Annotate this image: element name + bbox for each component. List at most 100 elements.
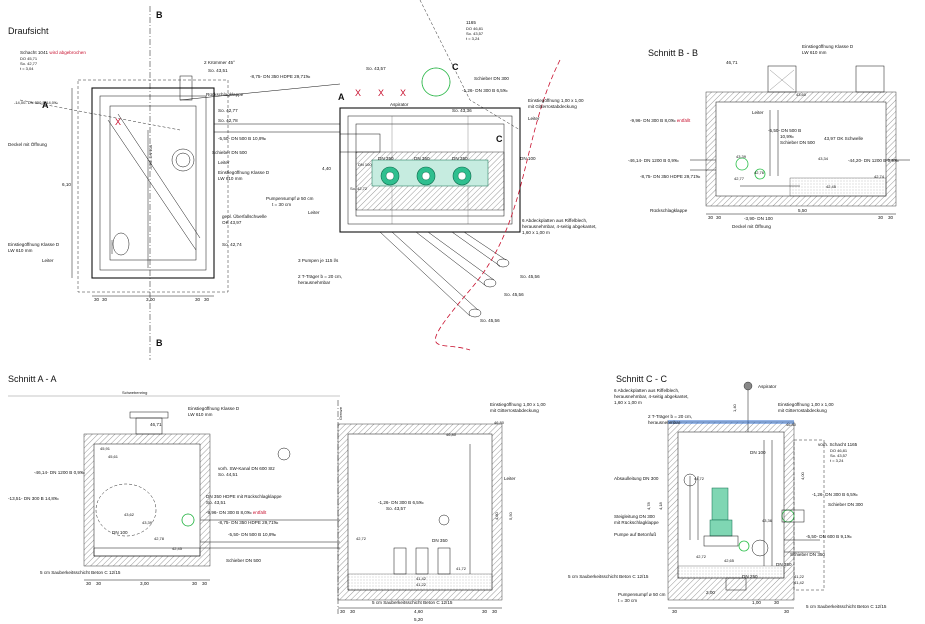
section-bb-label-4339: 43,39 <box>736 154 747 159</box>
section-cc-dim-140: 1,40 <box>732 403 737 412</box>
section-aa-dim-l3: 3,00 <box>140 581 149 586</box>
plan-label-dn350-a: DN 350 <box>378 156 394 161</box>
section-aa-label-einstieg2: Einstiegöffnung 1,00 x 1,00 <box>490 402 546 407</box>
svg-text:X: X <box>355 88 361 98</box>
section-aa-left-cover <box>129 411 169 419</box>
plan-dim-b1: 30 <box>94 297 100 302</box>
plan-label-ok: OK 43,97 <box>222 220 242 225</box>
plan-label-aspirator: Aspirator <box>390 102 409 107</box>
section-aa-pump-3 <box>437 547 451 575</box>
section-aa-label-4561: 45,61 <box>108 454 119 459</box>
plan-label-so-4556-a: So. 45,56 <box>520 274 540 279</box>
section-cc-label-schieber300: Schieber DN 300 <box>828 502 863 507</box>
section-bb-label-dn500: -5,50- DN 500 B <box>768 128 801 133</box>
plan-label-1165-t: t = 3,24 <box>466 36 480 41</box>
section-cc-dim-1: 30 <box>672 609 678 614</box>
plan-bend <box>179 75 193 101</box>
section-bb-label-deckel: Deckel mit Öffnung <box>732 223 771 229</box>
svg-text:X: X <box>378 88 384 98</box>
section-aa-dim-l5: 30 <box>202 581 208 586</box>
plan-outlet-end-1 <box>468 308 482 318</box>
plan-diagonal-pipe-1 <box>107 119 197 251</box>
section-aa-label-4122: 41,22 <box>416 582 427 587</box>
plan-label-dn300: -1,26- DN 300 B 6,5‰ <box>462 88 508 93</box>
section-bb-label-4245: 42,45 <box>826 184 837 189</box>
section-cc-label-sauber2: 5 cm Sauberkeitsschicht Beton C 12/15 <box>806 604 887 609</box>
plan-label-kruemmer: 2 Krümmer 45° <box>204 60 235 65</box>
section-cc-label-traeger2: herausnehmbar <box>648 420 681 425</box>
plan-dim-b2: 30 <box>102 297 108 302</box>
section-cc-label-schieber350: Schieber DN 350 <box>790 552 825 557</box>
section-cc-label-s-t: t = 3,24 <box>830 458 844 463</box>
section-cc-dim-3: 30 <box>774 600 780 605</box>
section-cc-pump-foundation <box>703 535 739 547</box>
plan-label-so-4351: So. 43,51 <box>208 68 228 73</box>
section-aa-dim-r2: 30 <box>350 609 356 614</box>
plan-label-so-4336: So. 43,36 <box>452 108 472 113</box>
plan-label-leiter4: Leiter <box>308 210 320 215</box>
section-aa-label-4278: 42,78 <box>154 536 165 541</box>
section-cc-label-einstieg: Einstiegöffnung 1,00 x 1,00 <box>778 402 834 407</box>
plan-label-so-4277: So. 42,77 <box>218 108 238 113</box>
section-aa-left-valve <box>181 513 195 527</box>
plan-label-leiter3: Leiter <box>528 116 540 121</box>
section-aa-label-sw-kanal: vorh. SW-Kanal DN 600 Stz <box>218 466 276 471</box>
plan-section-c-right: C <box>496 134 503 144</box>
plan-label-einstieg-top: Einstiegöffnung 1,00 x 1,00 <box>528 98 584 103</box>
section-cc-label-4680: 46,80 <box>786 422 797 427</box>
plan-label-pumpensumpf: Pumpensumpf ø 50 cm <box>266 196 314 201</box>
plan-label-so-4556-c: So. 45,56 <box>480 318 500 323</box>
section-cc-label-4265: 42,65 <box>724 558 735 563</box>
section-cc-label-4336: 43,36 <box>762 518 773 523</box>
section-cc-cover-plates <box>668 420 794 424</box>
section-aa-label-dn1200: -46,14- DN 1200 B 0,9‰ <box>34 470 85 475</box>
section-aa-sw-kanal <box>277 447 291 461</box>
section-aa-dim-l1: 30 <box>86 581 92 586</box>
section-cc-interior <box>677 431 785 579</box>
plan-section-c-top: C <box>452 62 459 72</box>
section-cc-pump-body <box>711 487 729 521</box>
section-bb-valve <box>735 157 749 171</box>
section-bb-dim-3: 5,50 <box>798 208 807 213</box>
section-aa-old-shaft <box>95 483 157 537</box>
section-cc-label-t30: t = 30 cm <box>618 598 637 603</box>
section-bb-label-4360: 43,60 <box>796 92 807 97</box>
plan-dim-b4: 30 <box>195 297 201 302</box>
plan-label-gitterrost: mit Gitterrostabdeckung <box>528 104 577 109</box>
section-cc-label-vorh-schacht: vorh. Schacht 1165 <box>818 442 858 447</box>
plan-label-schacht-1041: Schacht 1041 wird abgebrochen <box>20 50 86 55</box>
section-bb-dim-5: 30 <box>888 215 894 220</box>
plan-access-opening <box>339 133 381 153</box>
section-bb-manhole-right <box>855 65 885 93</box>
plan-title: Draufsicht <box>8 26 49 36</box>
plan-label-dn100: DN 100 <box>520 156 536 161</box>
section-bb-label-einstieg: Einstiegöffnung Klasse D <box>802 44 854 49</box>
plan-manhole-left <box>112 232 130 256</box>
section-bb-fill <box>789 177 887 197</box>
plan-label-abdeck3: 1,60 x 1,00 m <box>522 230 550 235</box>
section-aa-label-so-4357: So. 43,57 <box>386 506 406 511</box>
section-aa-label-dn300-mid: -9,96- DN 300 B 8,0‰ entfällt <box>206 510 267 515</box>
plan-pump-1-core <box>385 171 395 181</box>
section-cc-label-4142: 41,42 <box>794 580 805 585</box>
section-bb-label-lw: LW 610 mm <box>802 50 827 55</box>
plan-old-shaft-outline <box>77 79 229 293</box>
plan-outlet-end-2 <box>483 278 497 288</box>
section-cc-label-pumpe: Pumpe auf Betonfuß <box>614 532 656 537</box>
plan-section-b-bottom: B <box>156 338 163 348</box>
plan-label-t30: t = 30 cm <box>272 202 291 207</box>
section-bb-dim-2: 30 <box>716 215 722 220</box>
svg-text:X: X <box>115 117 121 127</box>
section-aa-label-hdpe: -8,75- DN 350 HDPE 29,71‰ <box>218 520 279 525</box>
section-aa-label-lw: LW 610 mm <box>188 412 213 417</box>
plan-label-1165-so: So. 43,57 <box>466 31 484 36</box>
plan-label-einstieg2: Einstiegöffnung Klasse D <box>218 170 270 175</box>
plan-property-boundary <box>435 59 561 351</box>
section-aa-label-dn350: DN 350 <box>432 538 448 543</box>
section-bb-label-ok: 43,97 OK Schwelle <box>824 136 864 141</box>
section-cc-label-aspirator: Aspirator <box>758 384 777 389</box>
section-aa-right-pipe <box>438 514 450 526</box>
section-bb-manhole-left <box>767 65 797 93</box>
section-aa-label-grenze: Grenze <box>338 406 343 420</box>
section-aa-label-4172: 41,72 <box>456 566 467 571</box>
